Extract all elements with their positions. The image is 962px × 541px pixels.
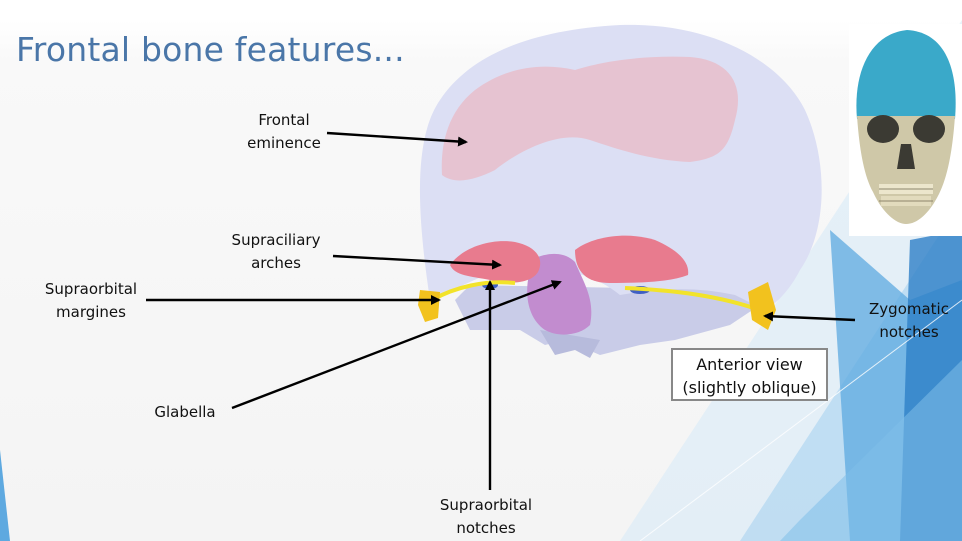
- view-caption-box: Anterior view (slightly oblique): [671, 348, 828, 401]
- label-frontal-eminence: Frontal eminence: [247, 111, 321, 152]
- glabella-region: [527, 253, 592, 335]
- arrow-supraciliary-arches: [332, 254, 502, 270]
- thumb-orbit-right: [913, 115, 945, 143]
- slide-title: Frontal bone features...: [16, 30, 405, 69]
- zygomatic-process-left: [418, 290, 440, 322]
- thumb-frontal-bone: [856, 30, 956, 119]
- orbital-plate: [455, 285, 760, 355]
- label-supraorbital-margines: Supraorbital margines: [44, 280, 138, 321]
- skull-thumbnail-image: [849, 24, 962, 236]
- view-caption-text: Anterior view (slightly oblique): [682, 355, 817, 397]
- deco-line: [639, 299, 962, 541]
- label-supraciliary-arches: Supraciliary arches: [231, 231, 321, 272]
- thumb-nasal-cavity: [897, 144, 915, 169]
- nasal-fragment: [540, 330, 600, 358]
- thumb-orbit-left: [867, 115, 899, 143]
- deco-left-sliver: [0, 450, 10, 541]
- supraciliary-arch-right: [575, 235, 689, 283]
- supraorbital-margin-right: [624, 286, 766, 314]
- label-glabella: Glabella: [154, 403, 216, 421]
- label-zygomatic-notches: Zygomatic notches: [869, 300, 949, 341]
- arrow-zygomatic-notches: [763, 311, 856, 322]
- label-supraorbital-notches: Supraorbital notches: [439, 496, 533, 537]
- arrow-glabella: [231, 280, 562, 410]
- frontal-eminence-region: [441, 56, 738, 181]
- skull-thumbnail: [849, 24, 962, 236]
- arrow-frontal-eminence: [326, 131, 468, 147]
- deco-triangle-bottom: [780, 360, 962, 541]
